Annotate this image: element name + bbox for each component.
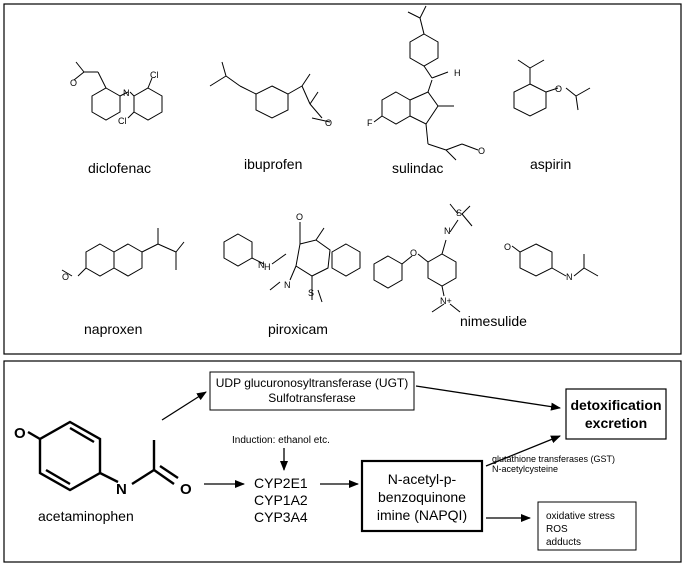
ibuprofen-structure: [209, 61, 331, 123]
atom-label: F: [367, 118, 373, 128]
box-detoxification: [565, 388, 667, 440]
ugt-line1: UDP glucuronosyltransferase (UGT): [216, 376, 409, 390]
label-sulindac: sulindac: [392, 160, 443, 176]
diclofenac-structure: [73, 61, 163, 121]
atom-label: O: [555, 84, 562, 94]
cyp-2e1: CYP2E1: [254, 475, 308, 491]
aspirin-structure: [513, 59, 591, 117]
stress-line3: adducts: [546, 537, 581, 548]
atom-label: O: [325, 118, 332, 128]
label-nimesulide: nimesulide: [460, 313, 527, 329]
nimesulide-structure: [373, 203, 473, 313]
box-ugt: [209, 371, 415, 411]
arrow-to-ugt: [161, 391, 207, 421]
napqi-line2: benzoquinone: [378, 489, 466, 505]
gst-line1: glutathione transferases (GST): [492, 454, 615, 464]
atom-label: S: [456, 208, 462, 218]
cyp-1a2: CYP1A2: [254, 492, 308, 508]
label-naproxen: naproxen: [84, 321, 142, 337]
atom-label: N: [116, 481, 127, 498]
box-oxidative-stress: [537, 501, 637, 551]
napqi-line1: N-acetyl-p-: [388, 471, 457, 487]
atom-label: O: [410, 248, 417, 258]
atom-label: O: [62, 272, 69, 282]
detox-line1: detoxification: [570, 397, 661, 413]
detox-line2: excretion: [585, 415, 647, 431]
label-ibuprofen: ibuprofen: [244, 156, 302, 172]
atom-label: N+: [440, 296, 452, 306]
cyp-3a4: CYP3A4: [254, 509, 308, 525]
atom-label: O: [14, 425, 26, 442]
sulindac-structure: [373, 5, 479, 161]
atom-label: H: [454, 68, 461, 78]
atom-label: N: [566, 272, 573, 282]
atom-label: Cl: [118, 116, 127, 126]
panel-acetaminophen-pathway: [3, 360, 682, 563]
label-aspirin: aspirin: [530, 156, 571, 172]
atom-label: N: [258, 260, 265, 270]
atom-label: S: [308, 288, 314, 298]
stress-line2: ROS: [546, 524, 568, 535]
stress-line1: oxidative stress: [546, 511, 615, 522]
atom-label: N: [284, 280, 291, 290]
atom-label: O: [478, 146, 485, 156]
atom-label: N: [444, 226, 451, 236]
atom-label: O: [504, 242, 511, 252]
naproxen-structure: [61, 228, 185, 277]
label-acetaminophen: acetaminophen: [38, 508, 134, 524]
atom-label: Cl: [150, 70, 159, 80]
label-diclofenac: diclofenac: [88, 160, 151, 176]
box-napqi: [360, 459, 484, 533]
arrow-ugt-to-detox: [415, 385, 561, 411]
napqi-line3: imine (NAPQI): [377, 507, 467, 523]
atom-label: O: [70, 78, 77, 88]
atom-label: O: [296, 212, 303, 222]
panel-nsaid-structures: [3, 3, 682, 355]
piroxicam-structure: [223, 222, 361, 303]
acetaminophen-structure: [27, 420, 179, 492]
arrow-napqi-to-detox: [485, 435, 561, 467]
label-piroxicam: piroxicam: [268, 321, 328, 337]
atom-label: H: [264, 262, 271, 272]
acetaminophen-small-structure: [511, 243, 599, 277]
atom-label: N: [123, 88, 130, 98]
atom-label: O: [180, 481, 192, 498]
induction-label: Induction: ethanol etc.: [232, 435, 330, 446]
gst-line2: N-acetylcysteine: [492, 464, 558, 474]
ugt-line2: Sulfotransferase: [268, 391, 356, 405]
